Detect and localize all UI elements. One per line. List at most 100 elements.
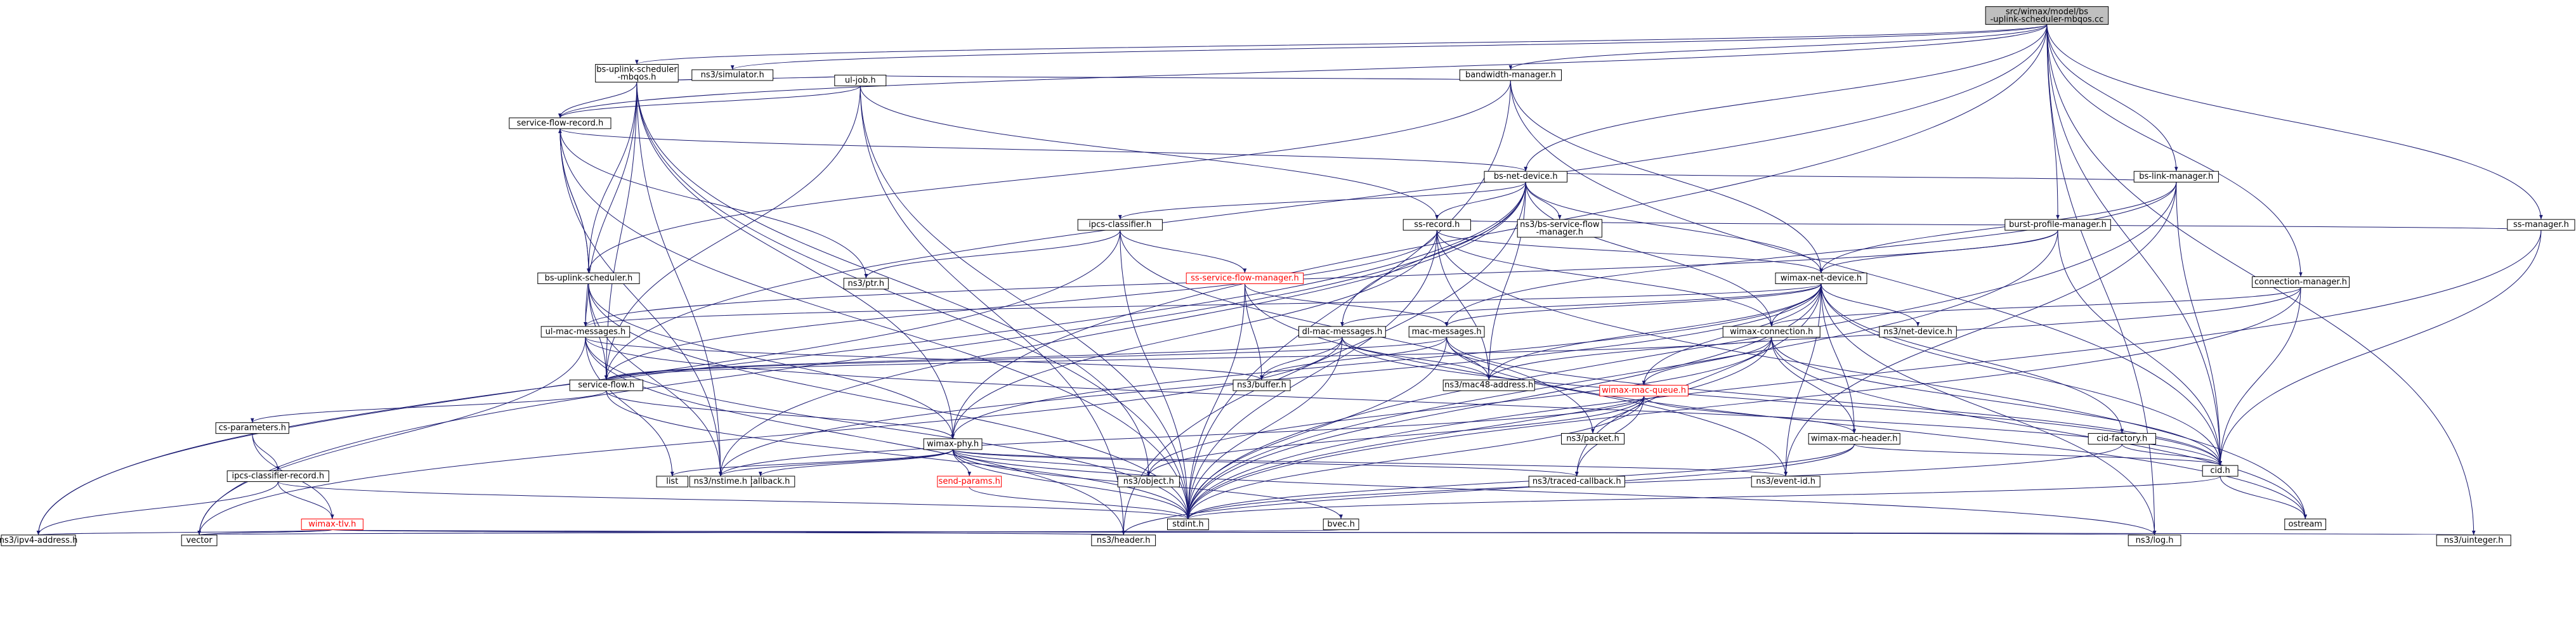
edge-bsnetdev-to-wimaxconn [1525,182,1774,327]
graph-node-cid[interactable]: cid.h [2202,465,2239,477]
graph-node-label: wimax-net-device.h [1781,273,1862,283]
graph-node-ipcscls[interactable]: ipcs-classifier.h [1077,219,1163,231]
graph-node-buffer[interactable]: ns3/buffer.h [1232,379,1291,391]
graph-node-label: ns3/event-id.h [1756,477,1815,486]
graph-node-bvec[interactable]: bvec.h [1323,518,1359,530]
graph-node-sendparams[interactable]: send-params.h [937,476,1002,488]
edge-bslinkmgr-to-cid [2176,182,2222,466]
graph-node-cidfactory[interactable]: cid-factory.h [2088,433,2156,445]
graph-node-sflow[interactable]: service-flow.h [569,379,643,391]
graph-node-dlmac[interactable]: dl-mac-messages.h [1298,326,1386,338]
graph-node-log[interactable]: ns3/log.h [2128,535,2181,547]
graph-node-ssrecord[interactable]: ss-record.h [1402,219,1471,231]
graph-node-label: bs-uplink-scheduler.h [545,273,633,283]
edge-wimaxconn-to-object [1147,337,1772,477]
edge-ssrecord-to-mac48 [1436,230,1491,380]
edge-wimaxnetdev-to-netdevice [1821,283,1920,327]
graph-node-burstprof[interactable]: burst-profile-manager.h [2004,219,2111,231]
edge-bsnetdev-to-nstime [719,182,1526,477]
edge-wimaxconn-to-wimaxmacq [1642,337,1772,386]
graph-node-header[interactable]: ns3/header.h [1091,535,1156,547]
graph-node-list[interactable]: list [656,476,688,488]
graph-node-label: ns3/traced-callback.h [1533,477,1621,486]
graph-node-wimaxmachdr[interactable]: wimax-mac-header.h [1808,433,1900,445]
graph-node-bssfmgr[interactable]: ns3/bs-service-flow-manager.h [1517,219,1602,238]
graph-node-uljob[interactable]: ul-job.h [834,74,887,86]
graph-node-bslinkmgr[interactable]: bs-link-manager.h [2133,171,2219,183]
edge-ssrecord-to-stdint [1186,230,1437,519]
graph-node-ssmgr[interactable]: ss-manager.h [2507,219,2575,231]
edge-wimaxconn-to-stdint [1186,337,1772,519]
graph-node-root[interactable]: src/wimax/model/bs-uplink-scheduler-mbqo… [1985,6,2109,25]
graph-node-wimaxnetdev[interactable]: wimax-net-device.h [1775,272,1867,284]
graph-node-ipv4[interactable]: ns3/ipv4-address.h [0,535,77,547]
graph-node-wimaxtlv[interactable]: wimax-tlv.h [301,518,363,530]
edge-root-to-bsupmbqos [635,24,2048,65]
edge-ulmac-to-buffer [585,337,1264,380]
graph-node-wimaxmacq[interactable]: wimax-mac-queue.h [1599,385,1689,397]
edge-ssrecord-to-ostream [1436,230,2307,519]
edge-wimaxnetdev-to-ulmac [584,283,1822,327]
edge-sfrecord-to-bsnetdev [559,128,1527,172]
graph-node-traced[interactable]: ns3/traced-callback.h [1528,476,1625,488]
graph-node-label: ns3/net-device.h [1883,327,1952,337]
graph-node-object[interactable]: ns3/object.h [1117,476,1180,488]
edge-sfrecord-to-ptr [559,128,868,278]
graph-node-stdint[interactable]: stdint.h [1167,518,1209,530]
edge-ipcsrec-to-stdint [277,481,1190,519]
edge-cid-to-ostream [2220,476,2307,519]
graph-node-label: bs-uplink-scheduler [596,65,677,75]
edge-uljob-to-sfrecord [558,85,861,119]
edge-bwmgr-to-uljob [860,74,1511,81]
edge-bslinkmgr-to-bsnetdev [1524,171,2177,183]
edge-bsupmbqos-to-nstime [636,82,722,477]
edge-cidfactory-to-cid [2121,444,2222,466]
edge-bvec-to-vector [199,529,1342,536]
graph-node-wimaxconn[interactable]: wimax-connection.h [1722,326,1821,338]
graph-node-uinteger[interactable]: ns3/uinteger.h [2436,535,2511,547]
graph-node-eventid[interactable]: ns3/event-id.h [1751,476,1821,488]
edge-wimaxmachdr-to-stdint [1186,444,1855,519]
graph-node-bsnetdev[interactable]: bs-net-device.h [1484,171,1567,183]
graph-node-ptr[interactable]: ns3/ptr.h [843,278,889,290]
edge-dlmac-to-mac48 [1342,337,1491,380]
graph-node-bsupmbqos[interactable]: bs-uplink-scheduler-mbqos.h [595,64,679,83]
graph-node-label: ns3/object.h [1123,477,1174,486]
graph-node-packet[interactable]: ns3/packet.h [1561,433,1625,445]
graph-node-bsupsched[interactable]: bs-uplink-scheduler.h [537,272,640,284]
graph-node-connmgr[interactable]: connection-manager.h [2252,276,2350,288]
edge-wimaxphy-to-eventid [952,449,1788,477]
graph-node-macmsg[interactable]: mac-messages.h [1408,326,1485,338]
graph-node-mac48[interactable]: ns3/mac48-address.h [1442,379,1535,391]
edge-wimaxconn-to-ostream [1771,337,2307,519]
graph-node-label: ostream [2288,519,2322,529]
edge-sflow-to-wimaxphy [606,391,955,439]
edge-sflow-to-stdint [606,391,1190,519]
edge-ipcscls-to-sssfmgr [1120,230,1247,273]
graph-node-vector[interactable]: vector [181,535,218,547]
edge-csparams-to-ipcsrec [252,433,280,471]
edge-uljob-to-sflow [605,86,861,380]
graph-node-label: -manager.h [1536,228,1583,237]
graph-node-label: ss-record.h [1414,220,1460,230]
graph-node-csparams[interactable]: cs-parameters.h [215,422,289,434]
edge-macmsg-to-ostream [1446,337,2307,519]
graph-node-netdevice[interactable]: ns3/net-device.h [1879,326,1957,338]
graph-node-bwmgr[interactable]: bandwidth-manager.h [1459,69,1562,81]
graph-node-label: ipcs-classifier.h [1089,220,1151,230]
graph-node-label: ns3/ptr.h [848,279,885,288]
graph-node-sssfmgr[interactable]: ss-service-flow-manager.h [1186,272,1304,284]
graph-node-nstime[interactable]: ns3/nstime.h [689,476,752,488]
graph-node-label: ns3/header.h [1097,536,1151,545]
graph-node-simulator[interactable]: ns3/simulator.h [691,69,774,81]
edge-wimaxphy-to-object [952,449,1151,477]
graph-node-label: ul-mac-messages.h [546,327,626,337]
edge-bsupsched-to-nstime [588,283,722,477]
graph-node-ipcsrec[interactable]: ipcs-classifier-record.h [226,470,329,483]
graph-node-sfrecord[interactable]: service-flow-record.h [509,117,611,129]
graph-node-ulmac[interactable]: ul-mac-messages.h [540,326,631,338]
edge-ulmac-to-header [585,337,1125,535]
edge-wimaxconn-to-cid [1771,337,2222,466]
graph-node-ostream[interactable]: ostream [2284,518,2327,530]
graph-node-wimaxphy[interactable]: wimax-phy.h [923,438,983,450]
